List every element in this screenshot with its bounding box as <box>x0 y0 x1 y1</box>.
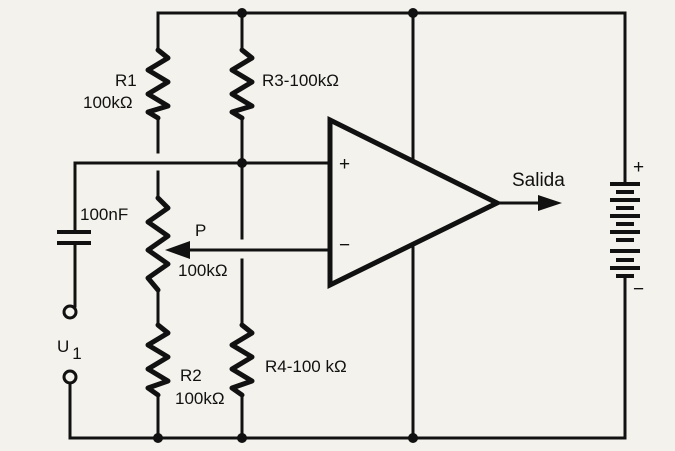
potentiometer-p <box>145 195 171 293</box>
opamp-minus-label: − <box>339 235 350 256</box>
output-arrow-icon <box>538 195 562 211</box>
input-label-name: U <box>57 337 69 356</box>
r1-value-label: 100kΩ <box>83 93 133 112</box>
input-terminal <box>62 304 78 320</box>
junction-dot <box>408 433 418 443</box>
battery <box>610 182 640 278</box>
r1-name-label: R1 <box>115 71 137 90</box>
r3-label: R3-100kΩ <box>262 71 339 90</box>
wires <box>68 11 627 440</box>
pot-value-label: 100kΩ <box>178 261 228 280</box>
input-label-subscript: 1 <box>72 344 81 363</box>
resistor-r2 <box>145 322 171 398</box>
r4-label: R4-100 kΩ <box>265 357 347 376</box>
battery-minus-label: − <box>633 279 644 300</box>
output-label: Salida <box>512 170 565 191</box>
r2-name-label: R2 <box>180 366 202 385</box>
junction-dot <box>237 8 247 18</box>
input-terminal <box>62 369 78 385</box>
resistor-r3 <box>229 47 255 121</box>
resistor-r4 <box>229 322 255 398</box>
pot-name-label: P <box>195 221 206 240</box>
r2-value-label: 100kΩ <box>175 389 225 408</box>
opamp-triangle <box>327 115 503 290</box>
resistor-r1 <box>145 47 171 121</box>
junction-dot <box>237 158 247 168</box>
wiper-arrow-icon <box>165 241 190 259</box>
capacitor-label: 100nF <box>80 205 128 224</box>
junction-dot <box>237 433 247 443</box>
capacitor <box>57 230 91 245</box>
junction-dot <box>153 433 163 443</box>
junction-dot <box>408 8 418 18</box>
junctions <box>153 8 418 443</box>
battery-plus-label: + <box>633 157 644 178</box>
opamp-plus-label: + <box>339 154 350 175</box>
